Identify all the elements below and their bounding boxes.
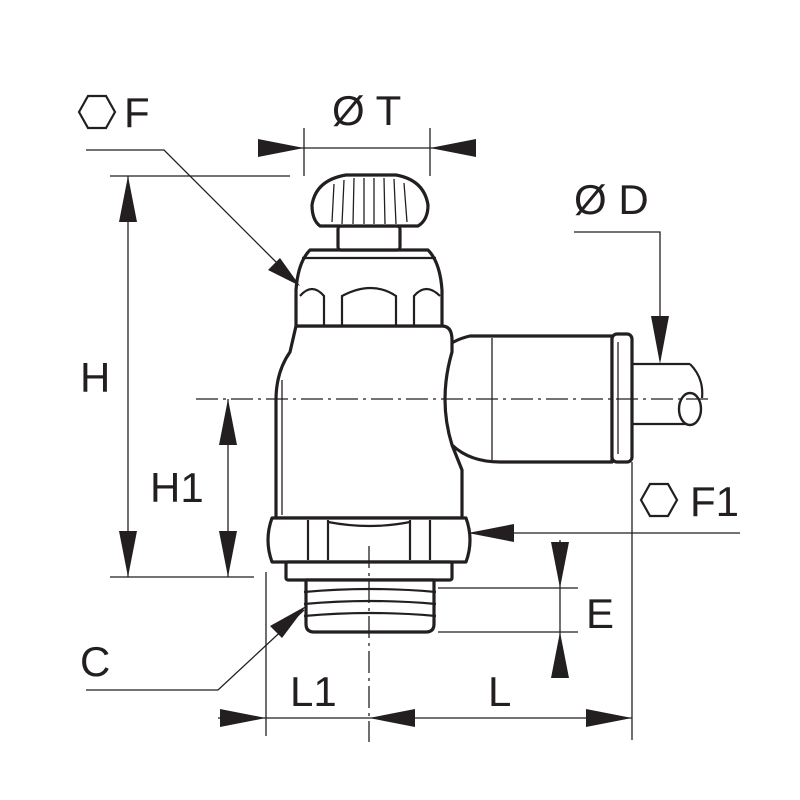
main-body xyxy=(274,324,464,520)
label-c: C xyxy=(80,638,110,685)
label-h1: H1 xyxy=(150,464,204,511)
label-dia-d: Ø D xyxy=(574,176,649,223)
thread xyxy=(303,578,437,634)
knurled-knob xyxy=(310,173,430,228)
knob-stem xyxy=(336,224,402,252)
collet-flange xyxy=(610,332,634,464)
label-l1: L1 xyxy=(290,668,337,715)
hexagon-icon xyxy=(639,482,679,518)
label-l: L xyxy=(488,668,511,715)
label-e: E xyxy=(586,590,614,637)
label-hex-f1: F1 xyxy=(690,478,739,525)
label-hex-f: F xyxy=(124,89,150,136)
dimension-lines xyxy=(86,128,740,740)
hexagon-icon xyxy=(77,94,117,130)
label-dia-t: Ø T xyxy=(332,87,401,134)
fitting-body xyxy=(266,173,704,634)
center-lines xyxy=(196,398,708,742)
label-h: H xyxy=(80,354,110,401)
lower-hex-nut xyxy=(266,516,472,564)
tube xyxy=(632,362,704,427)
